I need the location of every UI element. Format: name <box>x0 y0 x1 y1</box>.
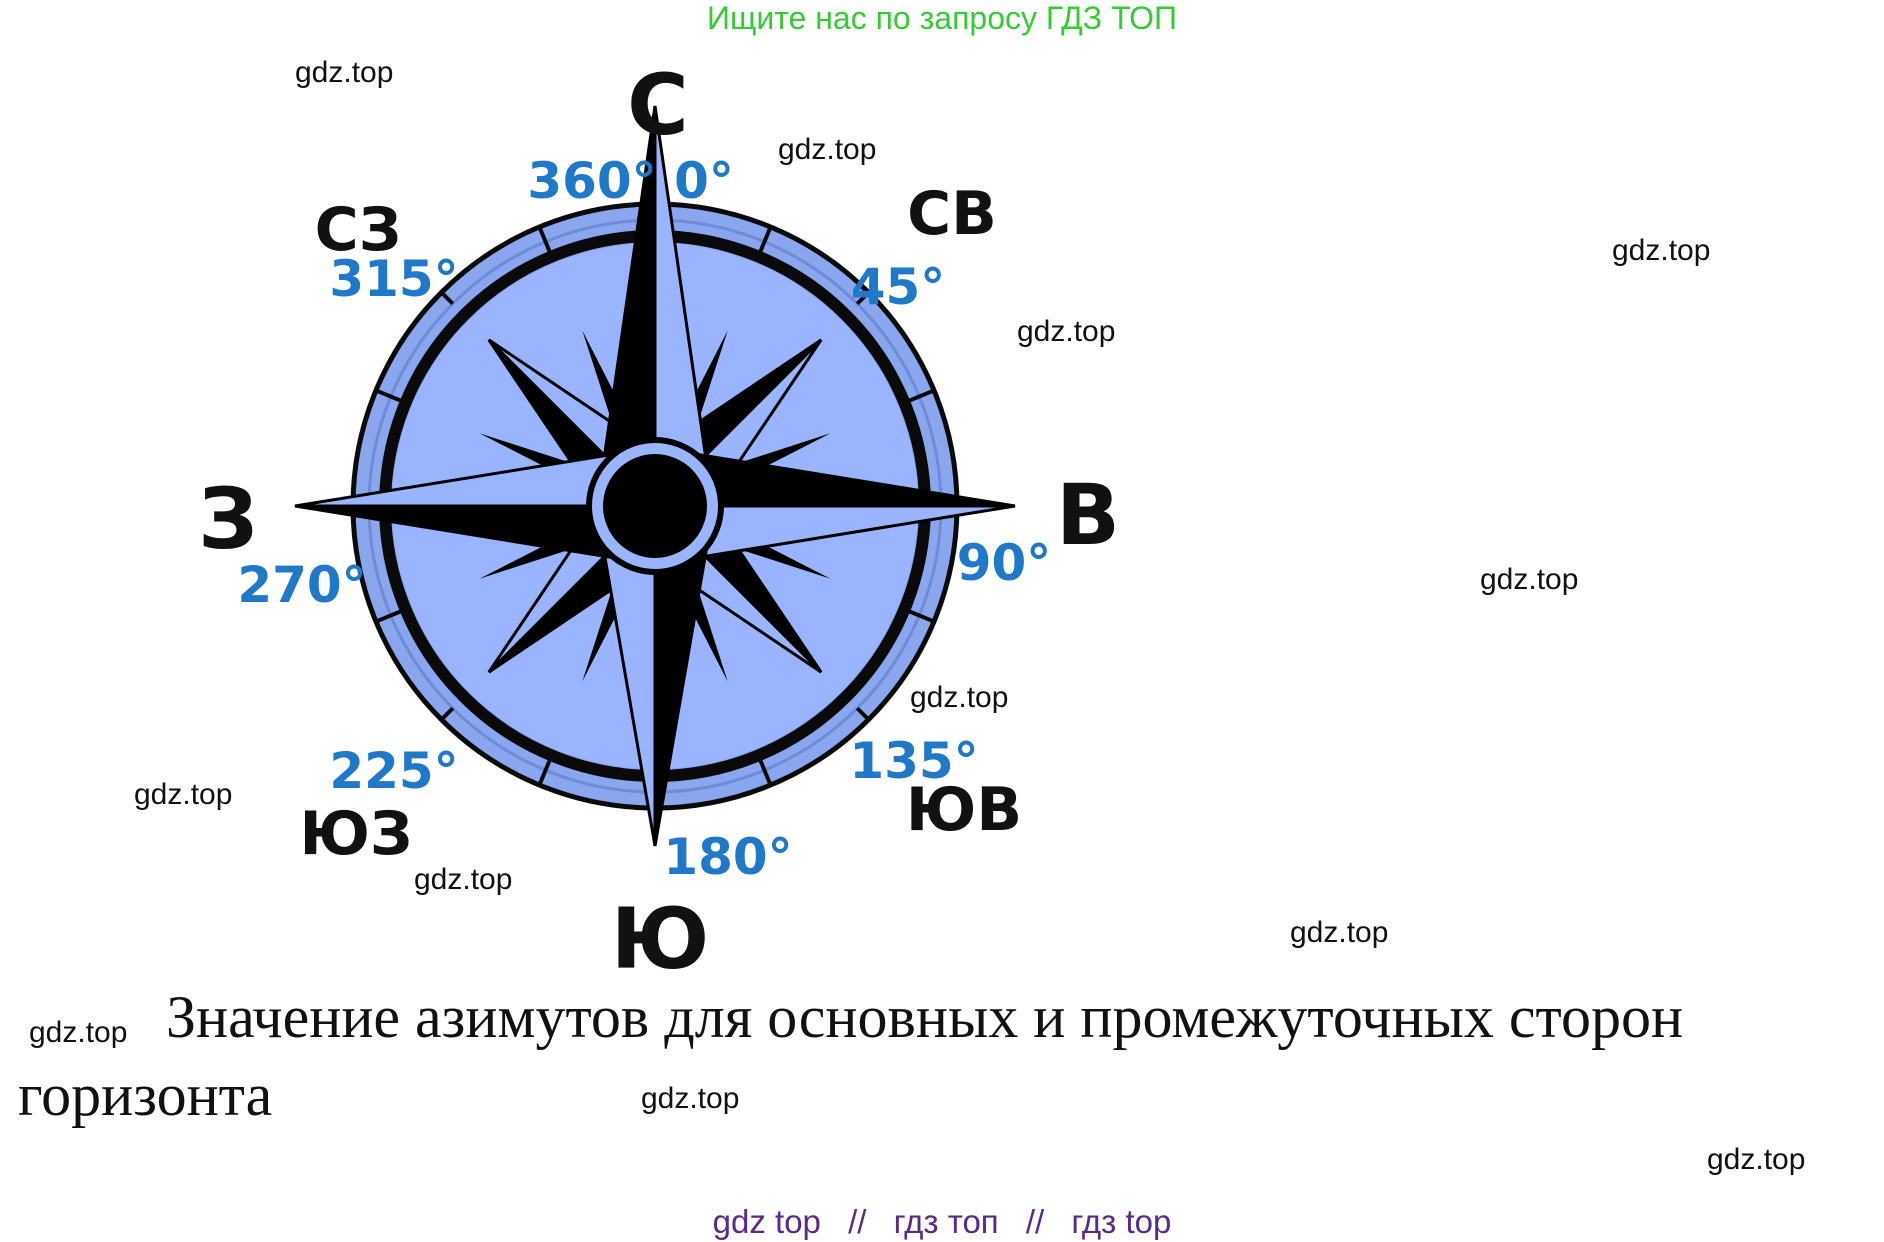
degree-315: 315° <box>329 250 458 308</box>
watermark: gdz.top <box>1707 1143 1806 1176</box>
compass-hub-center <box>603 454 707 558</box>
direction-west: З <box>198 470 258 568</box>
compass-rim-ticks <box>375 226 935 786</box>
direction-southwest: ЮЗ <box>299 799 412 869</box>
compass-cardinal-points <box>294 105 1016 847</box>
watermark: gdz.top <box>778 133 877 166</box>
watermark: gdz.top <box>910 681 1009 714</box>
watermark: gdz.top <box>414 863 513 896</box>
footer-link-gdz-top[interactable]: gdz top <box>712 1203 821 1240</box>
direction-north: С <box>627 56 689 154</box>
degree-0: 0° <box>674 152 734 210</box>
degree-90: 90° <box>957 534 1052 592</box>
footer-separator: // <box>848 1203 867 1240</box>
direction-northeast: СВ <box>907 179 997 249</box>
degree-360: 360° <box>527 152 656 210</box>
watermark: gdz.top <box>295 56 394 89</box>
direction-south: Ю <box>611 890 710 970</box>
watermark: gdz.top <box>1612 234 1711 267</box>
compass-rose-diagram: С СВ В ЮВ Ю ЮЗ З СЗ 360° 0° 45° 90° 135°… <box>190 50 1140 970</box>
direction-northwest: СЗ <box>315 195 402 265</box>
degree-270: 270° <box>237 556 366 614</box>
footer-separator: // <box>1025 1203 1045 1240</box>
search-banner: Ищите нас по запросу ГДЗ ТОП <box>707 0 1177 36</box>
degree-45: 45° <box>851 258 946 316</box>
compass-svg: С СВ В ЮВ Ю ЮЗ З СЗ 360° 0° 45° 90° 135°… <box>198 56 1120 970</box>
footer-link-gdz-top-ru[interactable]: гдз топ <box>893 1203 999 1240</box>
watermark: gdz.top <box>134 778 233 811</box>
figure-caption: Значение азимутов для основных и промежу… <box>18 978 1808 1134</box>
watermark: gdz.top <box>1017 315 1116 348</box>
degree-180: 180° <box>663 828 792 886</box>
watermark: gdz.top <box>1480 563 1579 596</box>
direction-east: В <box>1056 466 1120 564</box>
footer-link-gdz-top-mixed[interactable]: гдз top <box>1071 1203 1172 1240</box>
watermark: gdz.top <box>1290 916 1389 949</box>
watermark: gdz.top <box>641 1082 740 1115</box>
compass-rose <box>294 105 1016 847</box>
caption-line-2: горизонта <box>18 1062 273 1128</box>
degree-135: 135° <box>849 732 978 790</box>
footer-links: gdz top // гдз топ // гдз top <box>0 1202 1884 1242</box>
watermark: gdz.top <box>29 1016 128 1049</box>
degree-225: 225° <box>329 742 458 800</box>
caption-line-1: Значение азимутов для основных и промежу… <box>166 984 1684 1050</box>
direction-southeast: ЮВ <box>906 775 1022 845</box>
